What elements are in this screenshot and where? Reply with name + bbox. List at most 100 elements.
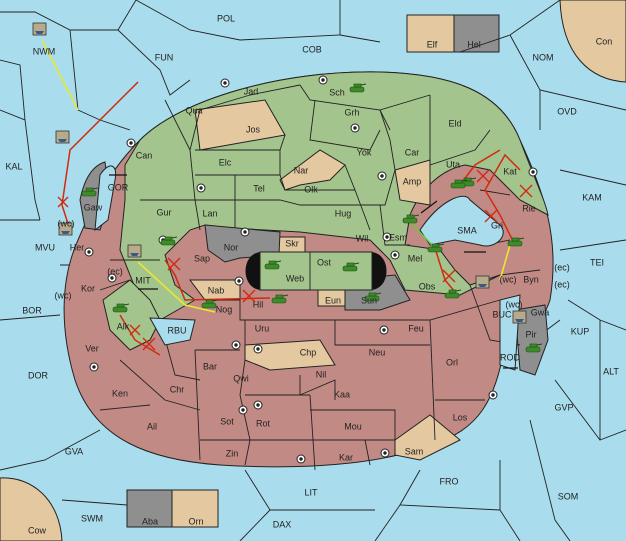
sea-label-lit: LIT bbox=[304, 487, 318, 497]
land-label-uta: Uta bbox=[446, 159, 460, 169]
land-label-chr: Chr bbox=[170, 384, 185, 394]
land-label-gri: Gri bbox=[491, 220, 503, 230]
support-line bbox=[137, 261, 216, 313]
army-tank-icon[interactable] bbox=[201, 299, 219, 309]
land-label-sam: Sam bbox=[405, 446, 424, 456]
land-label-qwi: Qwi bbox=[233, 373, 249, 383]
land-label-rie: Rie bbox=[522, 203, 536, 213]
land-label-kat: Kat bbox=[503, 166, 517, 176]
sea-label-swm: SWM bbox=[81, 513, 103, 523]
coast-label-mit-ec: (ec) bbox=[107, 266, 123, 276]
sea-label-nom: NOM bbox=[533, 52, 554, 62]
land-label-olk: Olk bbox=[304, 184, 318, 194]
sea-label-fun: FUN bbox=[155, 52, 174, 62]
supply-centers bbox=[84, 75, 538, 464]
sea-label-gor: GOR bbox=[108, 182, 129, 192]
territory-chp[interactable] bbox=[244, 339, 336, 371]
fleet-ship-icon[interactable] bbox=[512, 310, 527, 324]
coast-label-gwa-ec: (ec) bbox=[554, 279, 570, 289]
territory-amp[interactable] bbox=[394, 159, 431, 206]
land-label-skr: Skr bbox=[285, 238, 299, 248]
land-label-sap: Sap bbox=[194, 253, 210, 263]
land-label-alk: Alk bbox=[117, 321, 130, 331]
land-label-kar: Kar bbox=[339, 452, 353, 462]
land-label-web: Web bbox=[286, 273, 304, 283]
territory-orn[interactable] bbox=[171, 489, 219, 528]
fleet-ship-icon[interactable] bbox=[475, 275, 490, 289]
army-tank-icon[interactable] bbox=[450, 179, 468, 189]
land-label-byn: Byn bbox=[523, 274, 539, 284]
move-line bbox=[119, 314, 161, 356]
sea-gor-channel bbox=[94, 165, 117, 232]
land-label-jos: Jos bbox=[246, 124, 261, 134]
land-label-hel: Hel bbox=[467, 39, 481, 49]
army-tank-icon[interactable] bbox=[160, 236, 178, 246]
coast-label-byn-ec: (ec) bbox=[554, 262, 570, 272]
fleet-ship-icon[interactable] bbox=[55, 130, 70, 144]
fleet-ship-icon[interactable] bbox=[58, 222, 73, 236]
sea-label-mit: MIT bbox=[135, 275, 151, 285]
army-tank-icon[interactable] bbox=[342, 262, 360, 272]
coast-label-her-wc: (wc) bbox=[58, 218, 75, 228]
army-tank-icon[interactable] bbox=[507, 237, 525, 247]
army-tank-icon[interactable] bbox=[402, 214, 420, 224]
sea-label-bor: BOR bbox=[22, 305, 42, 315]
land-label-nar: Nar bbox=[294, 165, 309, 175]
land-label-ail: Ail bbox=[147, 421, 157, 431]
move-line bbox=[484, 153, 521, 246]
army-tank-icon[interactable] bbox=[444, 289, 462, 299]
sea-label-sma: SMA bbox=[457, 225, 477, 235]
land-label-nil: Nil bbox=[316, 369, 327, 379]
land-label-gwa: Gwa bbox=[531, 307, 550, 317]
sea-label-som: SOM bbox=[558, 491, 579, 501]
land-label-elc: Elc bbox=[219, 157, 232, 167]
territory-alk[interactable] bbox=[102, 279, 161, 351]
land-label-feu: Feu bbox=[408, 323, 424, 333]
fleet-ship-icon[interactable] bbox=[127, 244, 142, 258]
land-label-bar: Bar bbox=[203, 361, 217, 371]
sea-label-dor: DOR bbox=[28, 370, 49, 380]
land-label-jad: Jad bbox=[244, 86, 259, 96]
land-label-her: Her bbox=[70, 242, 85, 252]
territory-aba[interactable] bbox=[126, 489, 173, 528]
army-tank-icon[interactable] bbox=[364, 292, 382, 302]
land-label-eld: Eld bbox=[448, 118, 461, 128]
sea-label-buc: BUC bbox=[492, 309, 512, 319]
sea-label-rod: ROD bbox=[500, 352, 521, 362]
land-label-can: Can bbox=[136, 150, 153, 160]
land-label-lan: Lan bbox=[202, 208, 217, 218]
sea-label-dax: DAX bbox=[273, 519, 292, 529]
land-label-nog: Nog bbox=[216, 304, 233, 314]
sea-label-kal: KAL bbox=[5, 161, 22, 171]
sea-label-mvu: MVU bbox=[35, 242, 55, 252]
sea-label-rbu: RBU bbox=[167, 325, 186, 335]
land-label-sch: Sch bbox=[329, 87, 345, 97]
army-tank-icon[interactable] bbox=[525, 343, 543, 353]
army-tank-icon[interactable] bbox=[427, 243, 445, 253]
land-label-obs: Obs bbox=[419, 281, 436, 291]
fleet-ship-icon[interactable] bbox=[32, 22, 47, 36]
army-tank-icon[interactable] bbox=[112, 303, 130, 313]
territory-sam[interactable] bbox=[394, 414, 461, 461]
army-tank-icon[interactable] bbox=[349, 83, 367, 93]
land-label-hil: Hil bbox=[253, 299, 264, 309]
land-label-esm: Esm bbox=[389, 232, 407, 242]
land-label-qua: Qua bbox=[185, 105, 202, 115]
land-label-amp: Amp bbox=[403, 176, 422, 186]
land-label-tel: Tel bbox=[253, 183, 265, 193]
army-tank-icon[interactable] bbox=[264, 260, 282, 270]
land-label-con: Con bbox=[596, 36, 613, 46]
army-tank-icon[interactable] bbox=[81, 187, 99, 197]
sea-label-cob: COB bbox=[302, 44, 322, 54]
sea-sma-channel bbox=[419, 195, 504, 247]
army-tank-icon[interactable] bbox=[271, 294, 289, 304]
territory-hel[interactable] bbox=[453, 14, 500, 53]
land-label-mel: Mel bbox=[408, 253, 423, 263]
dislodge-line bbox=[407, 219, 436, 249]
land-label-ost: Ost bbox=[317, 257, 332, 267]
coast-labels: (wc)(ec)(wc)(wc)(ec)(wc)(ec) bbox=[55, 218, 570, 309]
sea-label-gva: GVA bbox=[65, 446, 83, 456]
